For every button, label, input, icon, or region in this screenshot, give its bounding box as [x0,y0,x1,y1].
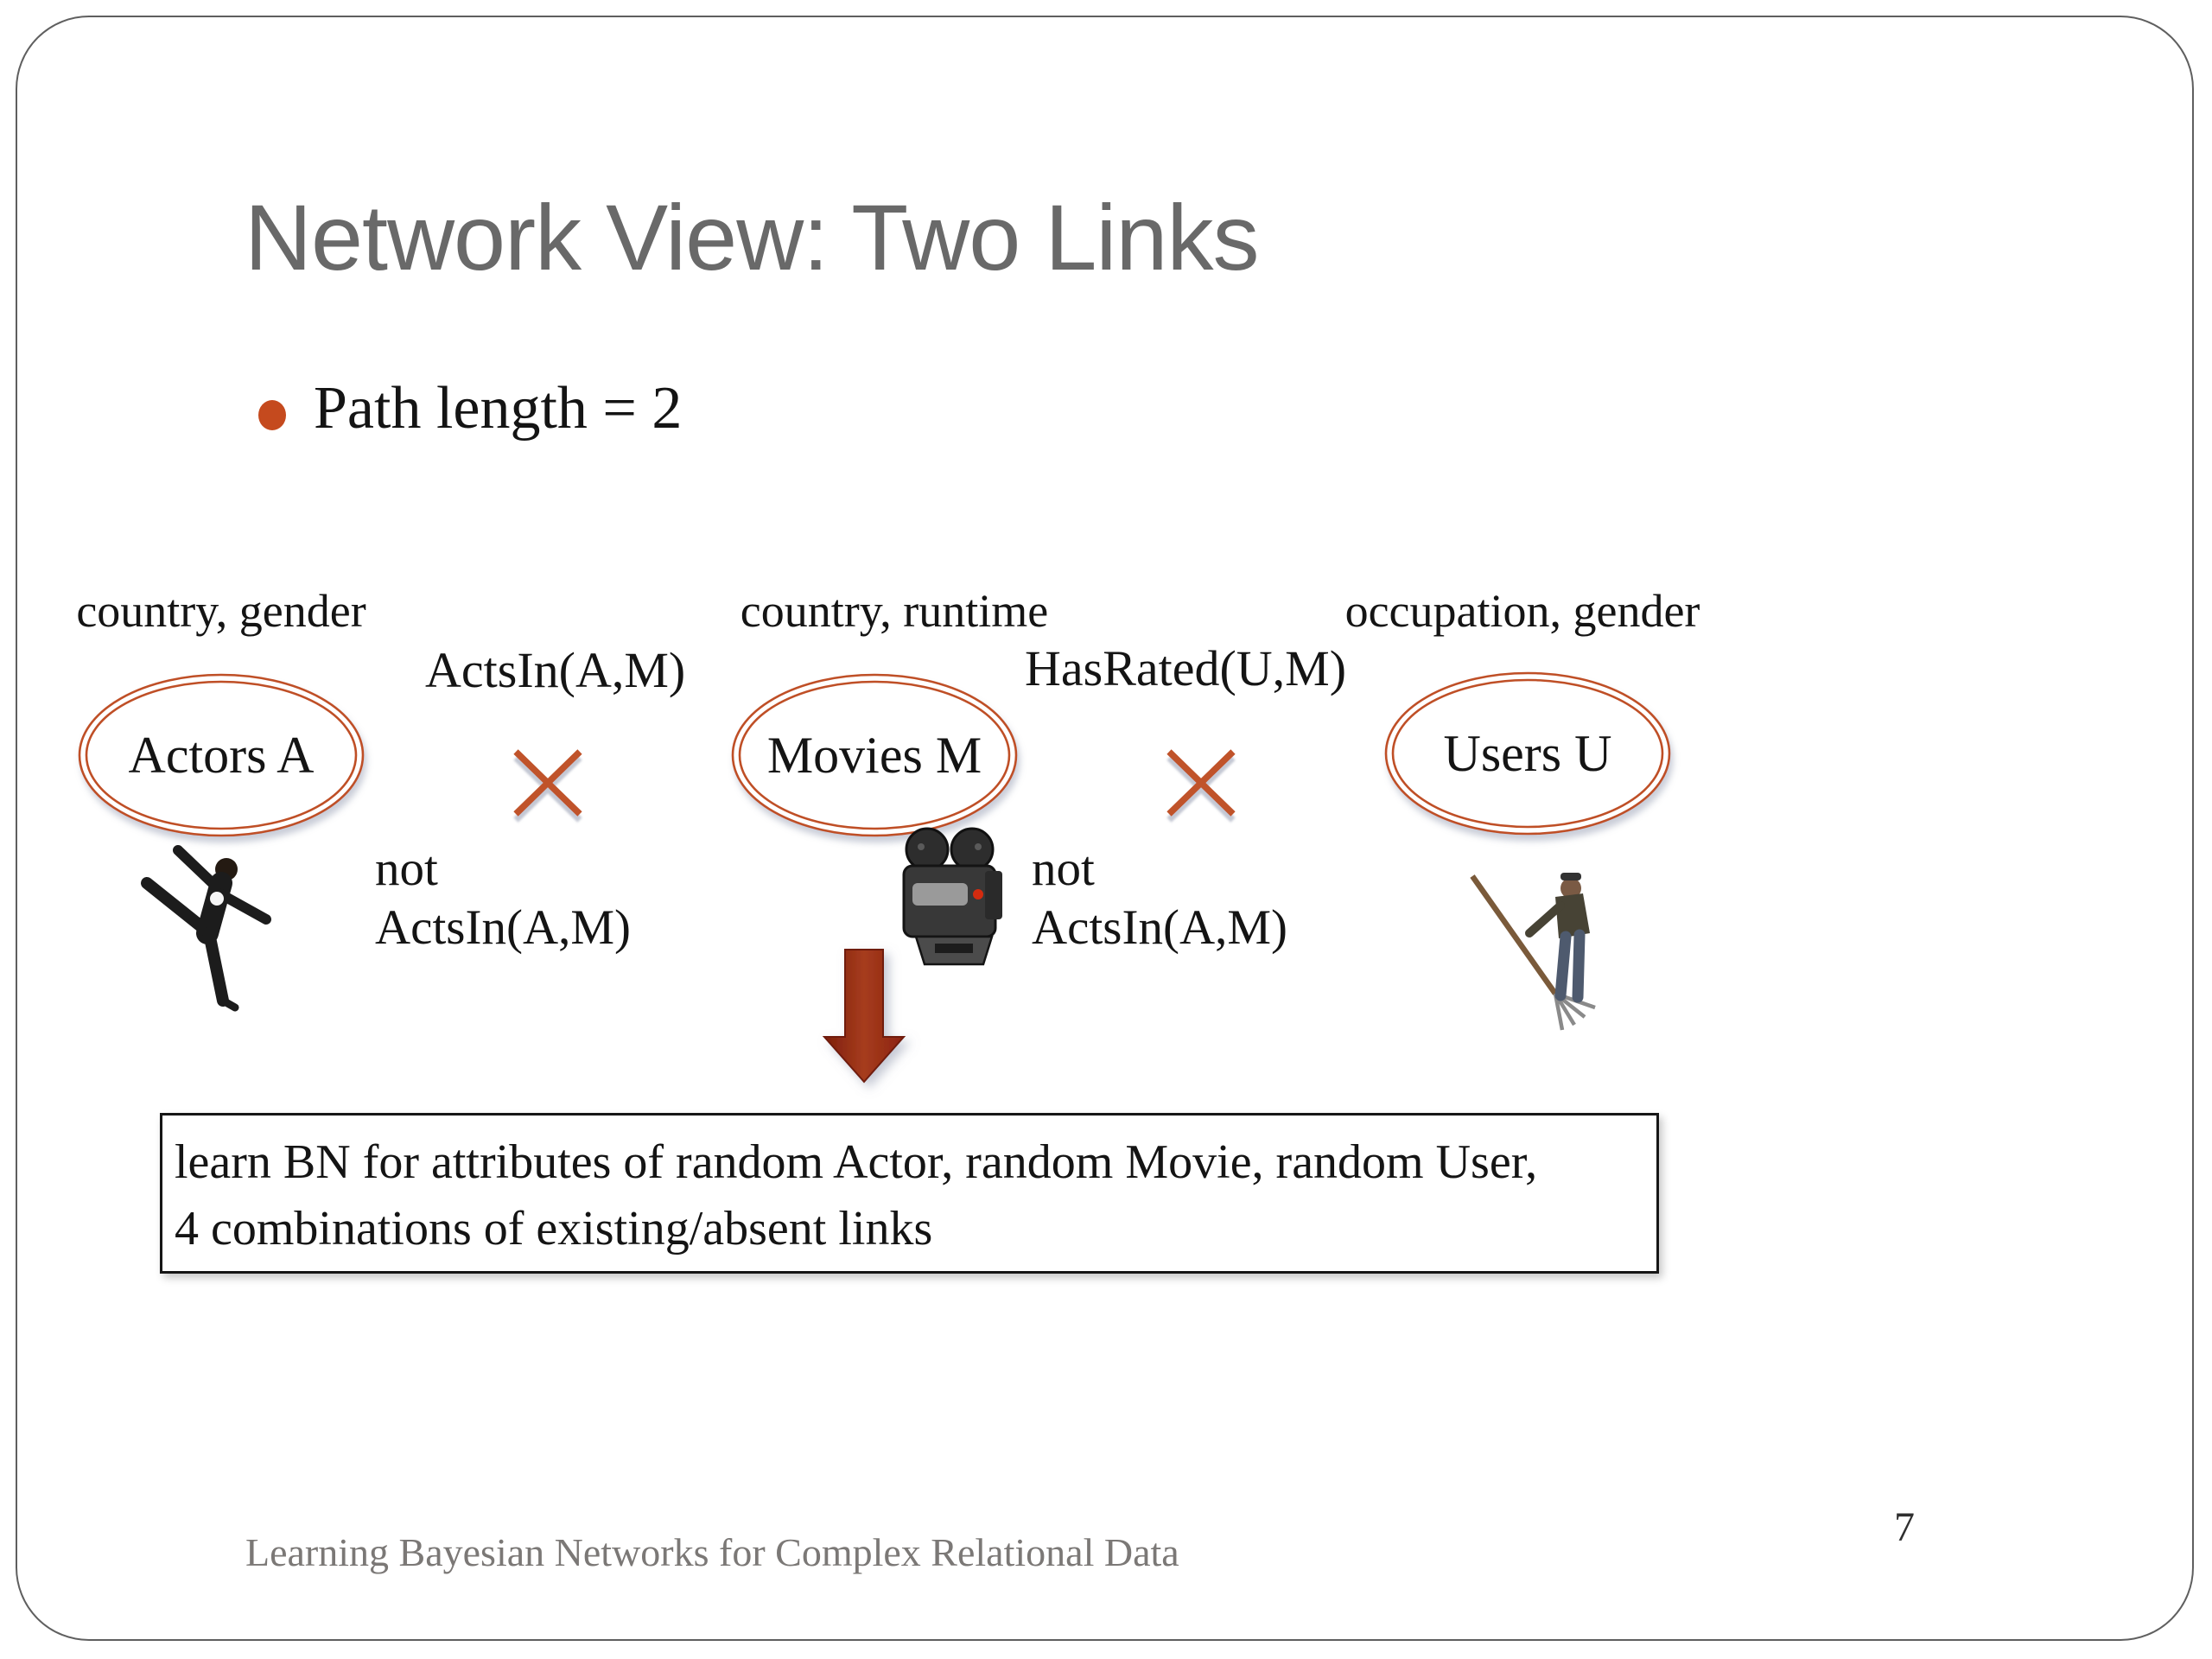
actsin-link-label: ActsIn(A,M) [425,642,686,698]
callout-line2: 4 combinations of existing/absent links [175,1202,933,1255]
slide-border [16,16,2194,1641]
movies-attributes-label: country, runtime [740,585,1049,637]
not-actsin-label-line2: ActsIn(A,M) [375,900,632,955]
actors-attributes-label: country, gender [76,585,366,637]
actors-node-label: Actors A [128,727,315,784]
slide-title: Network View: Two Links [245,185,1260,289]
not-hasrated-label-line1: not [1032,842,1095,896]
bullet-text: Path length = 2 [314,375,683,442]
users-attributes-label: occupation, gender [1344,585,1700,637]
not-actsin-label-line1: not [375,842,438,896]
users-node-label: Users U [1443,725,1612,782]
callout-box: learn BN for attributes of random Actor,… [160,1113,1659,1274]
callout-line1: learn BN for attributes of random Actor,… [175,1135,1538,1189]
not-actsin-label: not ActsIn(A,M) [375,840,631,957]
bullet-dot-icon [258,400,286,430]
not-hasrated-label: not ActsIn(A,M) [1032,840,1287,957]
page-number: 7 [1894,1504,1915,1550]
movies-node-label: Movies M [766,727,982,784]
not-hasrated-label-line2: ActsIn(A,M) [1032,900,1288,955]
hasrated-link-label: HasRated(U,M) [1025,640,1347,696]
footer-text: Learning Bayesian Networks for Complex R… [245,1530,1179,1574]
